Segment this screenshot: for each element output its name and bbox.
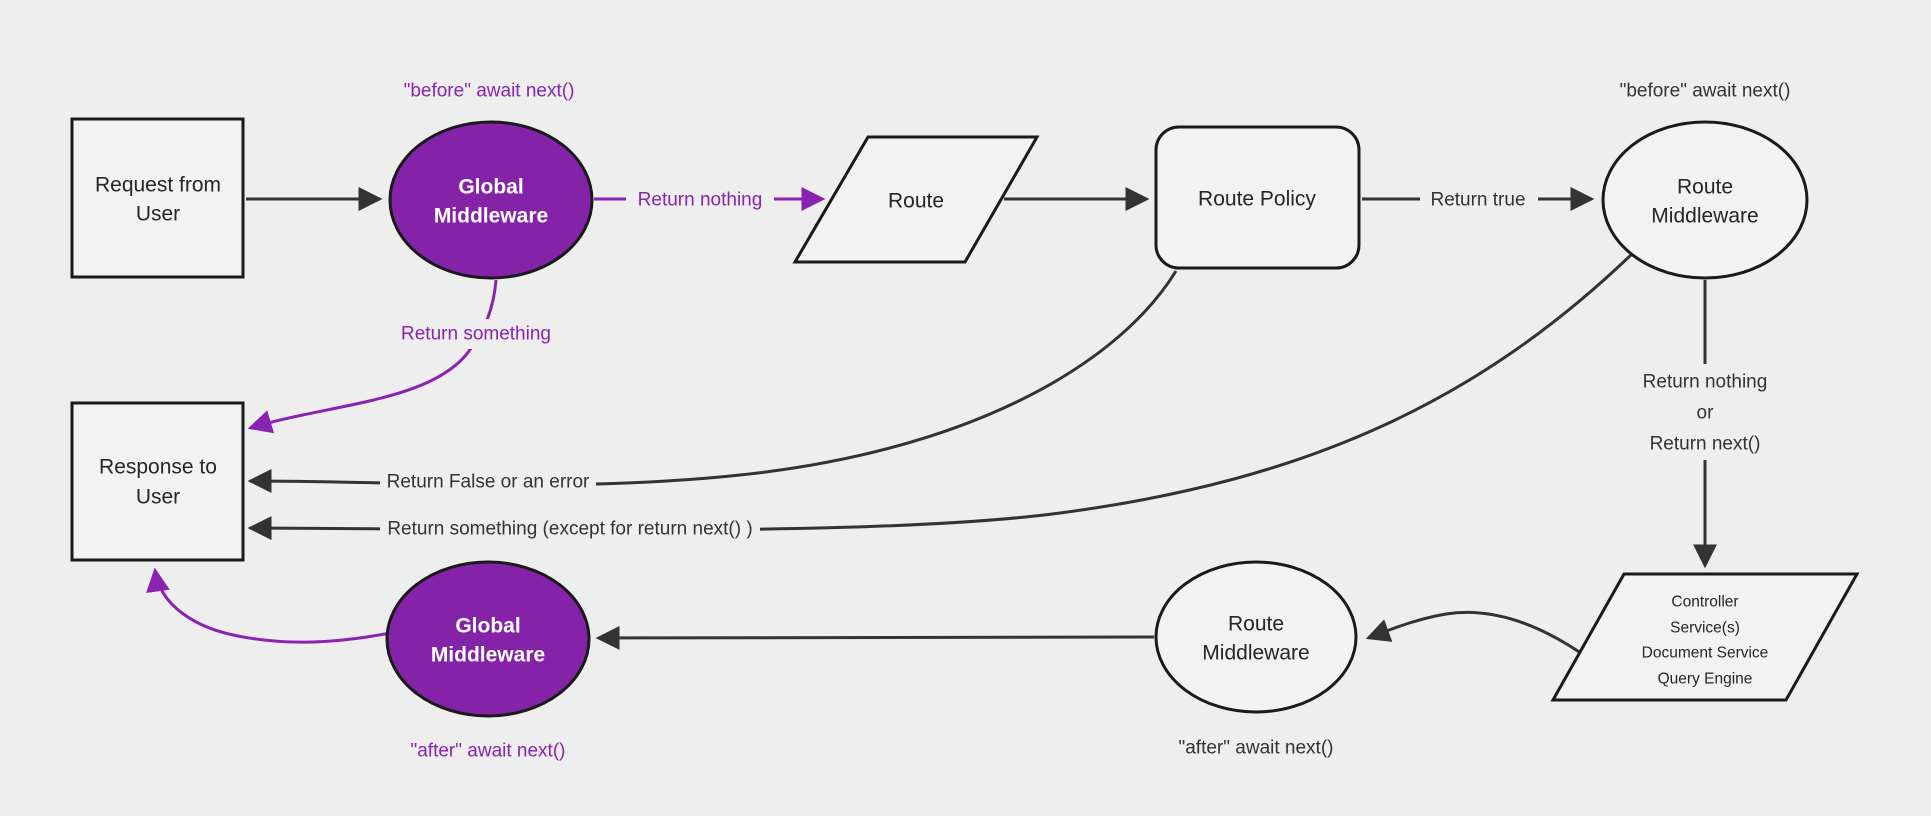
controller-line1: Controller xyxy=(1671,594,1738,611)
node-global-middleware-top: Global Middleware xyxy=(388,120,594,280)
return-nothing-label: Return nothing xyxy=(638,190,763,211)
controller-parallelogram xyxy=(1550,572,1860,702)
edge-controller-to-route-middleware-bottom xyxy=(1365,610,1589,660)
edge-label-return-true: Return true xyxy=(1420,184,1538,214)
response-label-line1: Response to xyxy=(99,456,217,479)
global-middleware-bottom-line1: Global xyxy=(455,615,520,638)
return-nothing-line: Return nothing xyxy=(1643,372,1768,393)
edge-label-return-something: Return something xyxy=(384,319,568,349)
controller-line2: Service(s) xyxy=(1670,620,1740,637)
route-middleware-bottom-ellipse xyxy=(1154,560,1358,714)
label-background xyxy=(1616,364,1794,460)
edge-global-middleware-bottom-to-response xyxy=(146,567,391,644)
route-parallelogram xyxy=(792,135,1040,264)
global-middleware-bottom-line2: Middleware xyxy=(431,644,545,667)
node-response-to-user: Response to User xyxy=(70,401,245,562)
before-await-next-route-label: "before" await next() xyxy=(1620,81,1791,102)
edge-label-return-false-or-error: Return False or an error xyxy=(380,466,596,496)
node-route-middleware-bottom: Route Middleware xyxy=(1154,560,1358,714)
node-global-middleware-bottom: Global Middleware xyxy=(385,560,591,718)
controller-line3: Document Service xyxy=(1642,645,1769,662)
before-await-next-global-label: "before" await next() xyxy=(404,81,575,102)
return-something-label: Return something xyxy=(401,324,551,345)
request-box xyxy=(70,117,245,279)
route-middleware-top-line2: Middleware xyxy=(1651,205,1758,228)
label-background xyxy=(384,319,568,349)
route-middleware-top-ellipse xyxy=(1601,120,1809,280)
global-middleware-top-line1: Global xyxy=(458,176,523,199)
global-middleware-bottom-ellipse xyxy=(385,560,591,718)
route-policy-box xyxy=(1154,125,1361,270)
global-middleware-top-line2: Middleware xyxy=(434,205,548,228)
after-await-next-route-label: "after" await next() xyxy=(1179,738,1334,759)
node-request-from-user: Request from User xyxy=(70,117,245,279)
edge-label-return-something-except: Return something (except for return next… xyxy=(380,513,760,543)
request-label-line2: User xyxy=(136,203,180,226)
node-controller-services: Controller Service(s) Document Service Q… xyxy=(1550,572,1860,702)
route-label: Route xyxy=(888,190,944,213)
response-box xyxy=(70,401,245,562)
controller-line4: Query Engine xyxy=(1658,671,1753,688)
global-middleware-top-ellipse xyxy=(388,120,594,280)
return-true-label: Return true xyxy=(1430,190,1525,211)
edge-route-policy-false-to-response xyxy=(247,270,1178,494)
response-label-line2: User xyxy=(136,486,180,509)
return-something-except-label: Return something (except for return next… xyxy=(387,519,752,540)
label-background xyxy=(1420,184,1538,214)
edge-global-middleware-return-something-to-response xyxy=(247,279,498,434)
edge-label-return-nothing: Return nothing xyxy=(626,184,774,214)
return-next-line: Return next() xyxy=(1650,434,1761,455)
route-middleware-top-line1: Route xyxy=(1677,176,1733,199)
label-background xyxy=(380,466,596,496)
edge-label-return-nothing-or-next: Return nothing or Return next() xyxy=(1616,364,1794,460)
node-route-policy: Route Policy xyxy=(1154,125,1361,270)
label-background xyxy=(380,513,760,543)
node-route-middleware-top: Route Middleware xyxy=(1601,120,1809,280)
after-await-next-global-label: "after" await next() xyxy=(411,741,566,762)
route-middleware-bottom-line2: Middleware xyxy=(1202,642,1309,665)
or-line: or xyxy=(1697,403,1715,424)
request-label-line1: Request from xyxy=(95,174,221,197)
label-background xyxy=(626,184,774,214)
return-false-label: Return False or an error xyxy=(387,472,590,493)
node-route: Route xyxy=(792,135,1040,264)
route-middleware-bottom-line1: Route xyxy=(1228,613,1284,636)
route-policy-label: Route Policy xyxy=(1198,188,1316,211)
edge-route-middleware-bottom-to-global-middleware-bottom xyxy=(595,625,1155,650)
